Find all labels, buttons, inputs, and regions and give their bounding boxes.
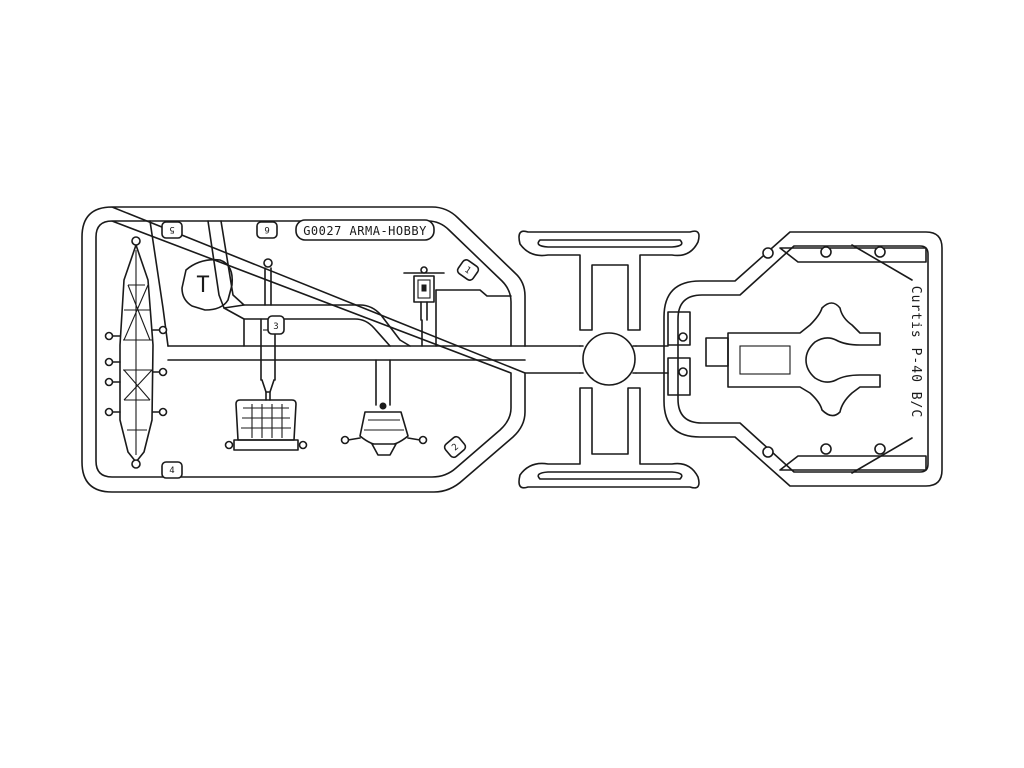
main-runner — [167, 345, 669, 374]
part-number-6: 6 — [264, 224, 269, 234]
part-tag-2: 2 — [443, 435, 467, 459]
inner-runners — [149, 220, 512, 347]
part-number-5: 5 — [169, 224, 174, 234]
sprue-frame-center — [518, 230, 700, 489]
part-number-3: 3 — [273, 322, 278, 332]
t-symbol-plate: T — [181, 258, 234, 311]
code-label: G0027 ARMA-HOBBY — [303, 224, 427, 238]
part-number-1: 1 — [462, 265, 472, 276]
sprue-frame-left — [81, 206, 526, 493]
part-tag-4: 4 — [161, 461, 183, 479]
part-number-2: 2 — [450, 442, 461, 453]
part-tag-1: 1 — [456, 259, 480, 281]
t-symbol: T — [196, 273, 209, 298]
part-number-4: 4 — [169, 466, 174, 476]
part-3-seat — [224, 318, 308, 451]
kit-name: Curtis P-40 B/C — [908, 286, 923, 418]
kit-name-label: Curtis P-40 B/C — [908, 286, 923, 418]
part-1-box — [403, 266, 445, 321]
part-2-gunsight — [340, 359, 428, 456]
part-tag-6: 6 — [256, 221, 278, 239]
part-tag-3: 3 — [267, 315, 285, 335]
sprue-frame-right — [663, 231, 943, 487]
part-6-pin — [263, 258, 273, 306]
part-tag-5: 5 — [161, 221, 183, 239]
code-label-tag: G0027 ARMA-HOBBY — [295, 219, 435, 241]
part-5-strut — [104, 236, 168, 469]
